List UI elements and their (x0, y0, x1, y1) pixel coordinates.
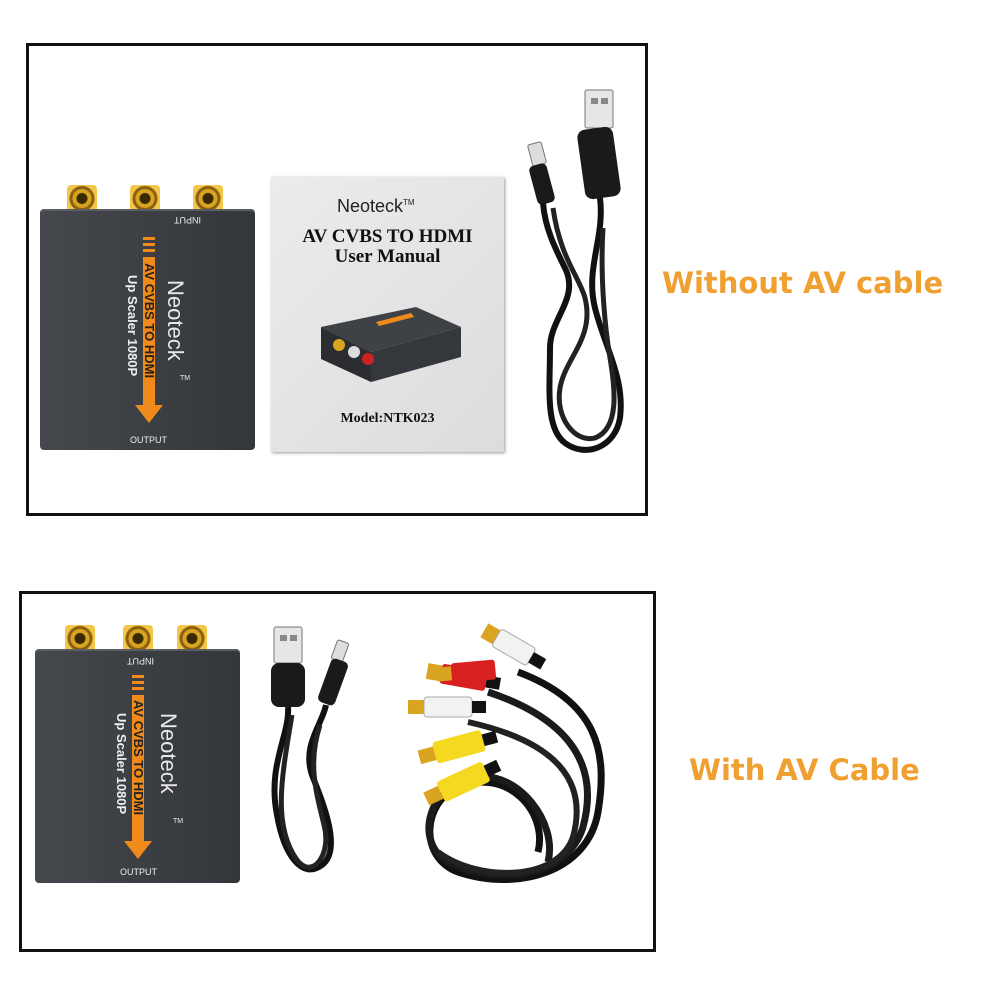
arrow-dash (143, 243, 155, 246)
arrow-stripe (132, 695, 144, 843)
brand-logo: Neoteck (156, 713, 181, 794)
usb-cable-icon (271, 626, 349, 873)
trademark: TM (173, 818, 184, 825)
stripe-text: AV CVBS TO HDMI (142, 263, 157, 379)
caption-with-av-cable: With AV Cable (689, 753, 920, 787)
converter-device: INPUT AV CVBS TO HDMI Up Scaler 1080P Ne… (35, 625, 240, 883)
output-label: OUTPUT (120, 867, 157, 877)
input-label: INPUT (127, 656, 154, 666)
manual-device-image (321, 307, 461, 382)
manual-brand-text: Neoteck (337, 196, 404, 216)
arrow-down-icon (124, 841, 152, 859)
usb-cable-icon (527, 89, 624, 453)
arrow-dash (132, 681, 144, 684)
manual-trademark: TM (403, 198, 415, 207)
converter-device: INPUT AV CVBS TO HDMI Up Scaler 1080P Ne… (40, 185, 255, 450)
input-label: INPUT (174, 215, 201, 225)
trademark: TM (180, 375, 191, 382)
stripe-text: AV CVBS TO HDMI (131, 700, 146, 816)
manual-title-line1: AV CVBS TO HDMI (302, 226, 473, 247)
brand-logo: Neoteck (163, 280, 188, 361)
manual-title-line2: User Manual (334, 246, 441, 267)
arrow-dash (143, 249, 155, 252)
user-manual: NeoteckTM AV CVBS TO HDMI User Manual Mo… (271, 177, 504, 452)
sub-text: Up Scaler 1080P (114, 713, 129, 815)
rca-av-cable-icon (408, 623, 605, 883)
arrow-dash (143, 237, 155, 240)
arrow-down-icon (135, 405, 163, 423)
arrow-stripe (143, 257, 155, 407)
sub-text: Up Scaler 1080P (125, 275, 140, 377)
arrow-dash (132, 687, 144, 690)
arrow-dash (132, 675, 144, 678)
manual-model: Model:NTK023 (340, 411, 435, 426)
output-label: OUTPUT (130, 435, 167, 445)
caption-without-av-cable: Without AV cable (662, 266, 944, 300)
manual-brand: NeoteckTM (337, 196, 415, 217)
